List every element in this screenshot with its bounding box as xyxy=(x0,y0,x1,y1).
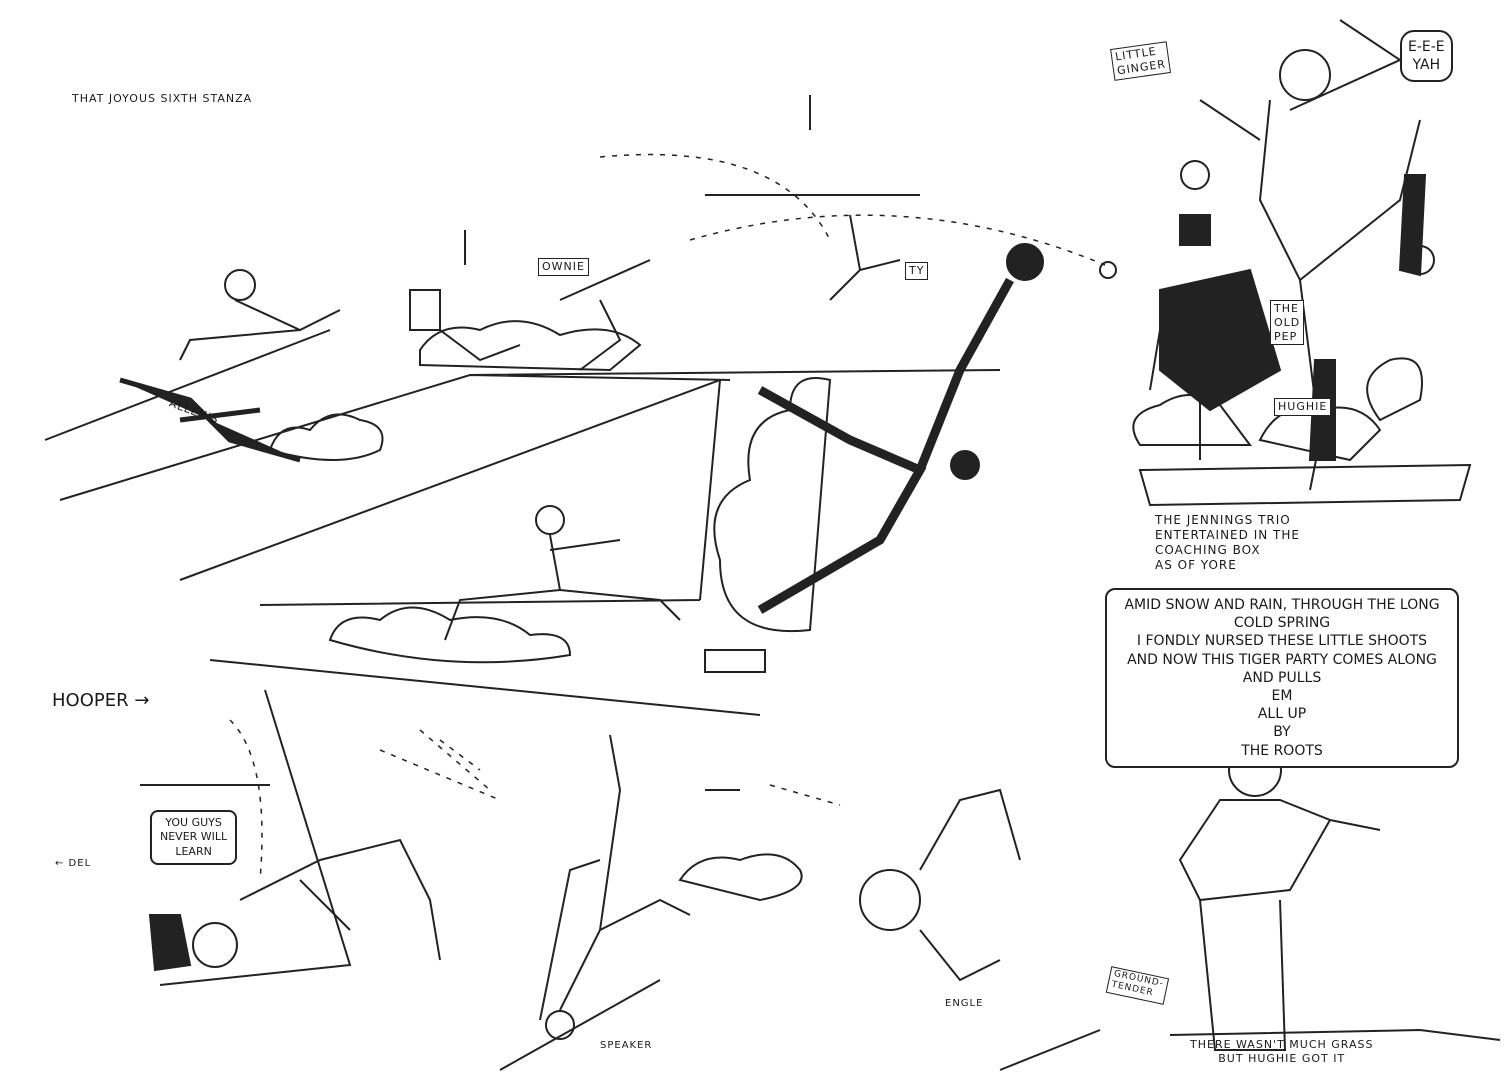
label-hughie: HUGHIE xyxy=(1274,398,1332,416)
caption-jennings-trio: THE JENNINGS TRIO ENTERTAINED IN THE COA… xyxy=(1155,513,1300,572)
speech-bubble-eeyah: E-E-E YAH xyxy=(1400,30,1453,83)
cartoon-title: That joyous sixth stanza xyxy=(72,92,253,105)
label-speaker: SPEAKER xyxy=(600,1040,653,1051)
speech-bubble-you-guys: YOU GUYS NEVER WILL LEARN xyxy=(150,810,238,865)
label-engle: ENGLE xyxy=(945,998,984,1009)
label-ty: TY xyxy=(905,262,929,280)
speech-bubble-groundskeeper: AMID SNOW AND RAIN, THROUGH THE LONG COL… xyxy=(1105,588,1459,768)
ball-icon xyxy=(1099,261,1117,279)
spray-dots xyxy=(379,729,501,801)
label-hooper: HOOPER → xyxy=(52,690,150,711)
caption-grass: THERE WASN'T MUCH GRASS BUT HUGHIE GOT I… xyxy=(1190,1038,1374,1065)
signature-stroke xyxy=(999,1029,1101,1071)
label-del: ← DEL xyxy=(55,858,92,869)
label-old-pep: THE OLD PEP xyxy=(1270,300,1305,346)
label-ownie: OWNIE xyxy=(538,258,589,276)
